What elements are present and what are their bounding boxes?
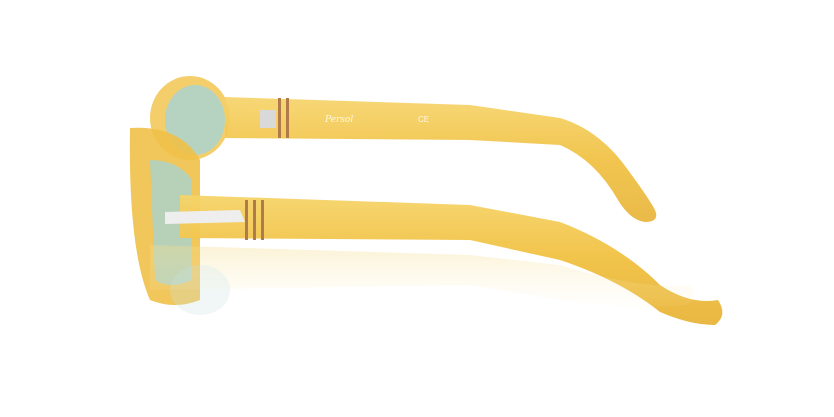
reflection	[150, 245, 694, 315]
ce-marking: CE	[418, 115, 429, 124]
persol-logo: Persol	[324, 115, 353, 125]
front-hinge	[165, 200, 264, 240]
back-hinge-stripes	[260, 98, 289, 138]
front-temple	[180, 195, 723, 325]
back-temple	[225, 97, 657, 222]
